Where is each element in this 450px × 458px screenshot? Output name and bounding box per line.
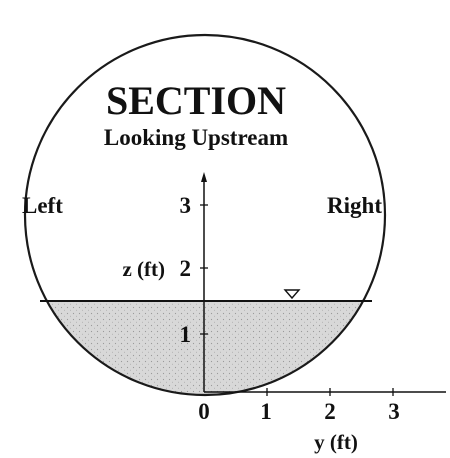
pipe-outline	[23, 33, 387, 397]
y-axis-label: y (ft)	[314, 430, 358, 454]
z-tick-label-3: 3	[180, 193, 192, 218]
y-tick-label-2: 2	[324, 399, 336, 424]
free-surface-triangle-icon	[283, 289, 301, 300]
z-tick-label-1: 1	[180, 322, 192, 347]
left-bank-label: Left	[22, 193, 63, 218]
z-axis-arrow-icon	[201, 172, 207, 182]
z-axis-label: z (ft)	[122, 257, 165, 281]
diagram-title: SECTION	[106, 78, 286, 123]
y-tick-label-0: 0	[198, 399, 210, 424]
right-bank-label: Right	[327, 193, 382, 218]
diagram-subtitle: Looking Upstream	[104, 125, 288, 150]
water-region	[25, 301, 385, 395]
y-tick-label-3: 3	[388, 399, 400, 424]
y-tick-label-1: 1	[260, 399, 272, 424]
z-tick-label-2: 2	[180, 256, 192, 281]
